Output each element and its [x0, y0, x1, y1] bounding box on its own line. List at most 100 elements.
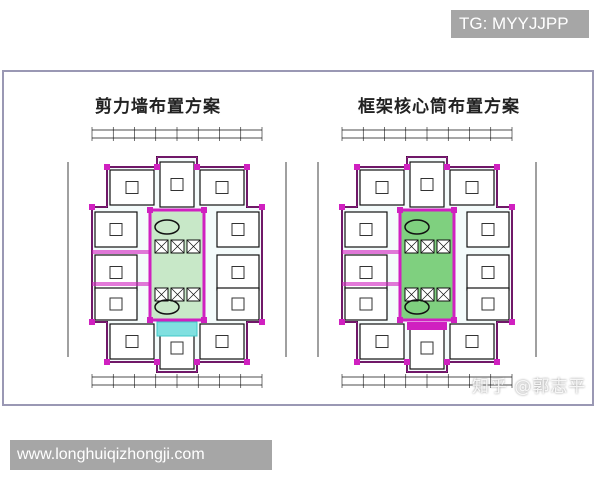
bathroom-fixture: [359, 297, 373, 311]
column: [509, 204, 515, 210]
column: [339, 319, 345, 325]
column: [259, 204, 265, 210]
column: [397, 317, 403, 323]
room: [449, 169, 495, 206]
elevator-cross: [186, 239, 201, 254]
bathroom-fixture: [465, 181, 479, 194]
room: [109, 169, 155, 206]
room: [94, 287, 138, 321]
room: [344, 287, 388, 321]
column: [147, 207, 153, 213]
room: [359, 323, 405, 360]
bathroom-fixture: [231, 297, 245, 311]
partition-wall: [92, 282, 162, 286]
shear-wall-lobby: [156, 321, 198, 337]
column: [194, 164, 200, 170]
bathroom-fixture: [375, 335, 389, 348]
elevator-cross: [186, 287, 201, 302]
column: [397, 207, 403, 213]
room: [466, 211, 510, 248]
elevator-cross: [404, 239, 419, 254]
column: [89, 319, 95, 325]
stair: [404, 219, 430, 235]
room: [199, 169, 245, 206]
floor-plan-shear-wall: [67, 127, 287, 388]
column: [444, 164, 450, 170]
bathroom-fixture: [465, 335, 479, 348]
column: [494, 359, 500, 365]
bathroom-fixture: [481, 266, 495, 279]
elevator-cross: [404, 287, 419, 302]
title-frame-core-tube-scheme: 框架核心筒布置方案: [358, 97, 520, 117]
room: [466, 254, 510, 291]
partition-wall: [342, 282, 412, 286]
stair: [154, 299, 180, 315]
room: [199, 323, 245, 360]
bathroom-fixture: [375, 181, 389, 194]
watermark-zhihu: 知乎 @郭志平: [472, 377, 587, 397]
column: [451, 317, 457, 323]
watermark-tg: TG: MYYJJPP: [451, 10, 589, 38]
bathroom-fixture: [125, 335, 139, 348]
bathroom-fixture: [109, 223, 123, 236]
room: [359, 169, 405, 206]
elevator-cross: [154, 287, 169, 302]
bathroom-fixture: [231, 223, 245, 236]
column: [404, 164, 410, 170]
bathroom-fixture: [231, 266, 245, 279]
column: [494, 164, 500, 170]
bathroom-fixture: [481, 223, 495, 236]
column: [154, 164, 160, 170]
elevator-cross: [154, 239, 169, 254]
bathroom-fixture: [109, 266, 123, 279]
elevator-cross: [420, 239, 435, 254]
core-beam: [407, 322, 447, 330]
stair: [154, 219, 180, 235]
column: [201, 207, 207, 213]
room: [409, 161, 445, 208]
bathroom-fixture: [420, 341, 434, 355]
bathroom-fixture: [125, 181, 139, 194]
bathroom-fixture: [420, 178, 434, 191]
column: [451, 207, 457, 213]
column: [244, 359, 250, 365]
room: [159, 161, 195, 208]
room: [344, 211, 388, 248]
bathroom-fixture: [109, 297, 123, 311]
room: [409, 326, 445, 370]
elevator-cross: [420, 287, 435, 302]
elevator-cross: [436, 287, 451, 302]
column: [89, 204, 95, 210]
bathroom-fixture: [481, 297, 495, 311]
column: [509, 319, 515, 325]
floor-plan-frame-core-tube: [317, 127, 537, 388]
column: [201, 317, 207, 323]
elevator-cross: [170, 239, 185, 254]
elevator-cross: [170, 287, 185, 302]
partition-wall: [342, 250, 412, 254]
bathroom-fixture: [215, 181, 229, 194]
column: [354, 164, 360, 170]
bathroom-fixture: [170, 341, 184, 355]
column: [104, 164, 110, 170]
room: [466, 287, 510, 321]
bathroom-fixture: [170, 178, 184, 191]
column: [104, 359, 110, 365]
column: [154, 359, 160, 365]
room: [109, 323, 155, 360]
column: [404, 359, 410, 365]
stair: [404, 299, 430, 315]
room: [94, 211, 138, 248]
bathroom-fixture: [359, 266, 373, 279]
bathroom-fixture: [215, 335, 229, 348]
title-shear-wall-scheme: 剪力墙布置方案: [95, 97, 221, 117]
watermark-url: www.longhuiqizhongji.com: [10, 440, 272, 470]
bathroom-fixture: [359, 223, 373, 236]
column: [444, 359, 450, 365]
room: [216, 287, 260, 321]
column: [339, 204, 345, 210]
column: [147, 317, 153, 323]
partition-wall: [92, 250, 162, 254]
room: [216, 211, 260, 248]
column: [194, 359, 200, 365]
